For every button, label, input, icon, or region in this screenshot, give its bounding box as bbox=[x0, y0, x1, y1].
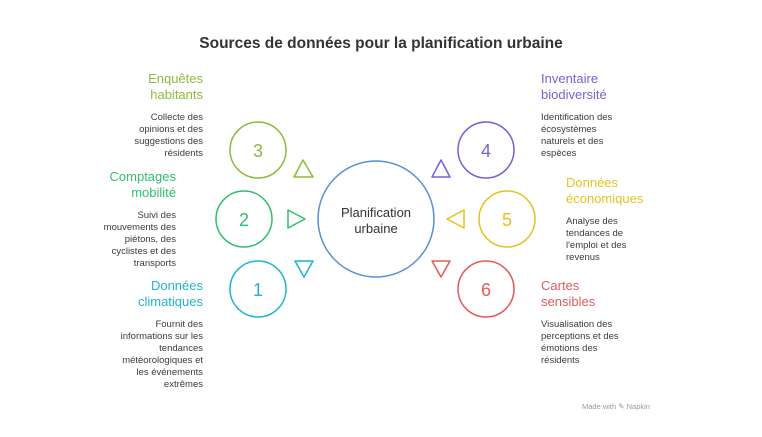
triangle-3 bbox=[293, 159, 314, 178]
circle-2 bbox=[215, 190, 273, 248]
desc-line: piétons, des bbox=[124, 234, 176, 245]
desc-line: suggestions des bbox=[134, 136, 203, 147]
desc-line: écosystèmes bbox=[541, 124, 597, 135]
desc-line: Analyse des bbox=[566, 216, 618, 227]
label-line1: Données bbox=[150, 278, 203, 293]
label-line2: biodiversité bbox=[541, 87, 607, 102]
desc-line: opinions et des bbox=[139, 124, 203, 135]
desc-line: Fournit des bbox=[155, 319, 203, 330]
desc-line: Suivi des bbox=[137, 210, 176, 221]
desc-line: résidents bbox=[164, 148, 203, 159]
label-climatiques: Données climatiques bbox=[83, 278, 203, 310]
desc-line: tendances bbox=[159, 343, 203, 354]
center-label-line2: urbaine bbox=[354, 221, 398, 236]
desc-line: résidents bbox=[541, 355, 580, 366]
triangle-4 bbox=[431, 159, 451, 178]
desc-line: cyclistes et des bbox=[111, 246, 176, 257]
label-line2: économiques bbox=[566, 191, 644, 206]
desc-climatiques: Fournit des informations sur les tendanc… bbox=[83, 319, 203, 391]
desc-line: Collecte des bbox=[150, 112, 203, 123]
center-label: Planification urbaine bbox=[318, 205, 434, 237]
desc-line: revenus bbox=[566, 252, 600, 263]
number-2: 2 bbox=[239, 210, 249, 230]
desc-line: Identification des bbox=[541, 112, 613, 123]
desc-line: émotions des bbox=[541, 343, 598, 354]
napkin-watermark: Made with ✎ Napkin bbox=[582, 402, 650, 411]
triangle-1 bbox=[294, 260, 314, 278]
circle-5 bbox=[478, 190, 536, 248]
desc-line: espèces bbox=[541, 148, 577, 159]
label-line2: sensibles bbox=[541, 294, 596, 309]
label-line2: climatiques bbox=[137, 294, 203, 309]
desc-line: météorologiques et bbox=[122, 355, 203, 366]
desc-line: tendances de bbox=[566, 228, 624, 239]
label-line1: Enquêtes bbox=[148, 71, 203, 86]
label-cartes: Cartes sensibles bbox=[541, 278, 671, 310]
diagram-title: Sources de données pour la planification… bbox=[199, 35, 563, 52]
desc-line: mouvements des bbox=[103, 222, 176, 233]
desc-line: les événements bbox=[136, 367, 203, 378]
desc-biodiversite: Identification des écosystèmes naturels … bbox=[541, 112, 671, 160]
desc-line: transports bbox=[133, 258, 176, 269]
label-line1: Comptages bbox=[109, 169, 176, 184]
triangle-2 bbox=[287, 209, 306, 229]
desc-cartes: Visualisation des perceptions et des émo… bbox=[541, 319, 671, 367]
number-6: 6 bbox=[481, 280, 491, 300]
triangle-6 bbox=[431, 260, 451, 278]
desc-line: informations sur les bbox=[120, 331, 203, 342]
label-line2: mobilité bbox=[131, 185, 176, 200]
desc-line: Visualisation des bbox=[541, 319, 613, 330]
number-5: 5 bbox=[502, 210, 512, 230]
center-circle bbox=[317, 160, 435, 278]
desc-comptages: Suivi des mouvements des piétons, des cy… bbox=[56, 210, 176, 270]
label-line1: Cartes bbox=[541, 278, 580, 293]
label-comptages: Comptages mobilité bbox=[56, 169, 176, 201]
label-biodiversite: Inventaire biodiversité bbox=[541, 71, 671, 103]
label-enquetes: Enquêtes habitants bbox=[83, 71, 203, 103]
desc-enquetes: Collecte des opinions et des suggestions… bbox=[83, 112, 203, 160]
desc-line: l'emploi et des bbox=[566, 240, 627, 251]
label-line1: Inventaire bbox=[541, 71, 599, 86]
triangle-5 bbox=[446, 209, 465, 229]
circle-6 bbox=[457, 260, 515, 318]
label-line1: Données bbox=[566, 175, 619, 190]
label-line2: habitants bbox=[150, 87, 203, 102]
desc-line: naturels et des bbox=[541, 136, 604, 147]
circle-3 bbox=[229, 121, 287, 179]
desc-line: perceptions et des bbox=[541, 331, 619, 342]
number-4: 4 bbox=[481, 141, 491, 161]
circle-1 bbox=[229, 260, 287, 318]
circle-4 bbox=[457, 121, 515, 179]
label-economiques: Données économiques bbox=[566, 175, 696, 207]
number-1: 1 bbox=[253, 280, 263, 300]
center-label-line1: Planification bbox=[340, 205, 412, 220]
number-3: 3 bbox=[253, 141, 263, 161]
desc-line: extrêmes bbox=[163, 379, 203, 390]
desc-economiques: Analyse des tendances de l'emploi et des… bbox=[566, 216, 696, 264]
